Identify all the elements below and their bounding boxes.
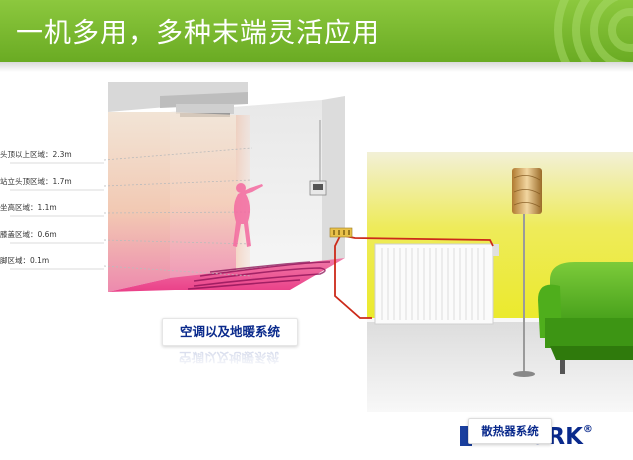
ac-floor-heating-caption: 空调以及地暖系统 [162,318,298,346]
zone-label: 站立头顶区域：1.7m [0,177,72,186]
zone-label: 头顶以上区域：2.3m [0,150,72,159]
signal-arcs-icon [554,0,633,62]
zone-label: 脚区域：0.1m [0,256,50,265]
registered-mark: ® [582,424,593,435]
zone-label: 坐高区域：1.1m [0,203,57,212]
page-title: 一机多用，多种末端灵活应用 [16,18,380,49]
zone-label: 膝盖区域：0.6m [0,230,57,239]
header-bar: 一机多用，多种末端灵活应用 [0,0,633,62]
header-shadow [0,62,633,72]
radiator-caption: 散热器系统 [468,418,552,444]
ac-floor-heating-caption-reflection: 空调以及地暖系统 [178,350,279,365]
